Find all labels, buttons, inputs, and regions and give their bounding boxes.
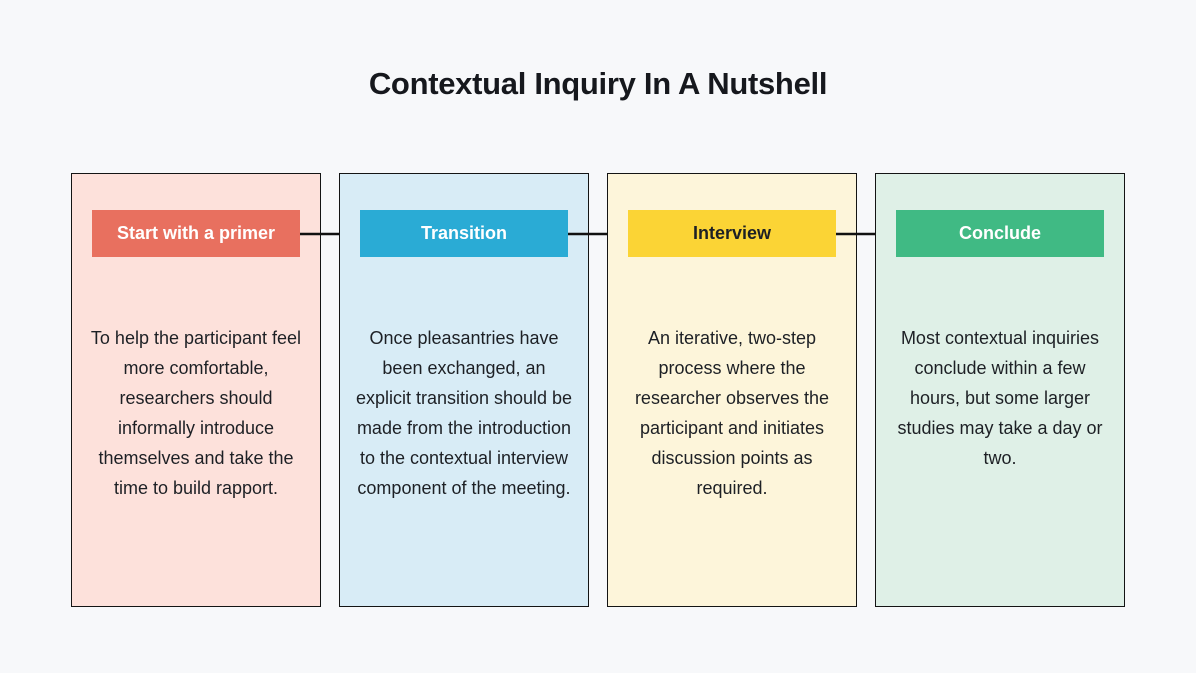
step-badge-conclude: Conclude: [896, 210, 1104, 257]
step-card-conclude: Conclude Most contextual inquiries concl…: [875, 173, 1125, 607]
step-description: Once pleasantries have been exchanged, a…: [355, 328, 573, 498]
step-description: Most contextual inquiries conclude withi…: [897, 328, 1103, 468]
step-card-start-with-a-primer: Start with a primer To help the particip…: [71, 173, 321, 607]
step-card-transition: Transition Once pleasantries have been e…: [339, 173, 589, 607]
page-title: Contextual Inquiry In A Nutshell: [368, 66, 828, 101]
step-badge-transition: Transition: [360, 210, 568, 257]
step-card-interview: Interview An iterative, two-step process…: [607, 173, 857, 607]
step-description: An iterative, two-step process where the…: [634, 328, 830, 498]
step-badge-interview: Interview: [628, 210, 836, 257]
step-badge-start-with-a-primer: Start with a primer: [92, 210, 300, 257]
step-description: To help the participant feel more comfor…: [90, 328, 302, 498]
